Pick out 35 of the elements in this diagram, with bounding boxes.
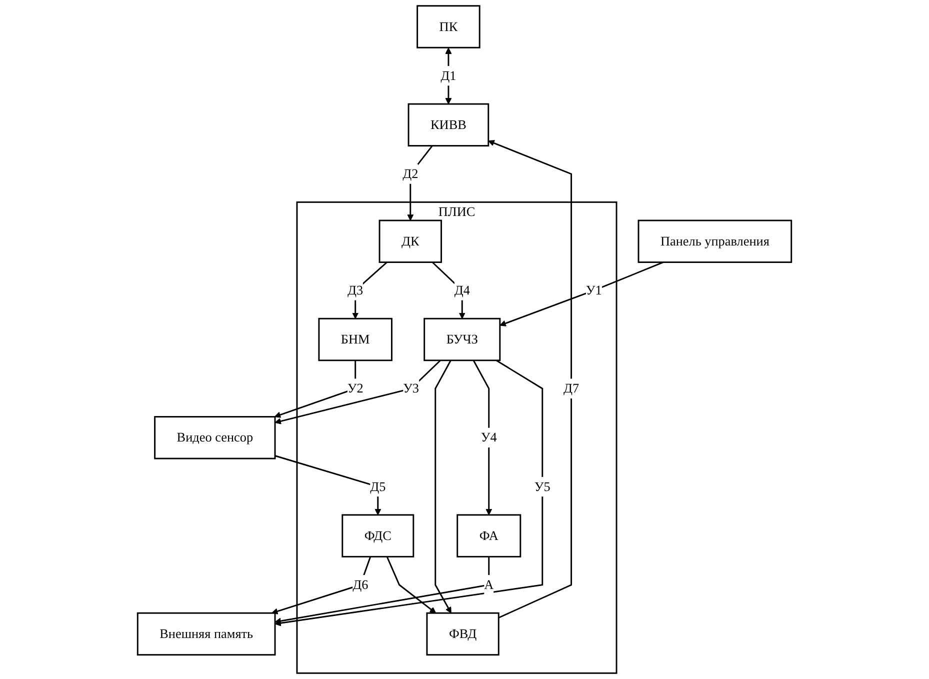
node-box: Видео сенсор bbox=[154, 416, 276, 460]
edge-label: Д1 bbox=[440, 68, 456, 83]
arrow bbox=[274, 360, 441, 424]
edge-label: Д3 bbox=[348, 282, 364, 298]
arrow bbox=[472, 360, 492, 516]
arrow bbox=[274, 360, 544, 626]
node-box: ФДС bbox=[342, 514, 414, 558]
arrow bbox=[274, 556, 490, 624]
node-box: Панель управления bbox=[638, 220, 792, 263]
node-box: ДК bbox=[378, 220, 442, 263]
edge-label: У4 bbox=[480, 430, 497, 445]
edge-label: У2 bbox=[347, 380, 364, 396]
node-box: БУЧЗ bbox=[424, 318, 501, 362]
arrow bbox=[274, 455, 382, 516]
node-box: ФВД bbox=[426, 612, 500, 656]
edge-label: Д2 bbox=[402, 166, 418, 181]
arrow bbox=[500, 262, 664, 326]
arrow bbox=[272, 556, 372, 614]
node-box: Внешняя память bbox=[136, 612, 276, 656]
node-box: ФА bbox=[456, 514, 522, 558]
edge-label: У3 bbox=[403, 380, 420, 396]
edge-label: А bbox=[484, 577, 494, 592]
arrow bbox=[434, 360, 452, 614]
edge-label: У1 bbox=[586, 282, 602, 298]
edge-label: Д5 bbox=[370, 479, 386, 494]
arrow bbox=[274, 360, 356, 418]
edge-label: Д4 bbox=[454, 282, 470, 298]
edge-label: Д7 bbox=[563, 380, 580, 396]
edge-label: У5 bbox=[534, 479, 550, 494]
edge-label: Д6 bbox=[352, 577, 368, 592]
arrow bbox=[488, 140, 572, 618]
node-box: КИВВ bbox=[408, 103, 490, 146]
node-box: БНМ bbox=[318, 318, 392, 362]
node-box: ПК bbox=[416, 5, 480, 48]
arrow bbox=[386, 556, 436, 614]
